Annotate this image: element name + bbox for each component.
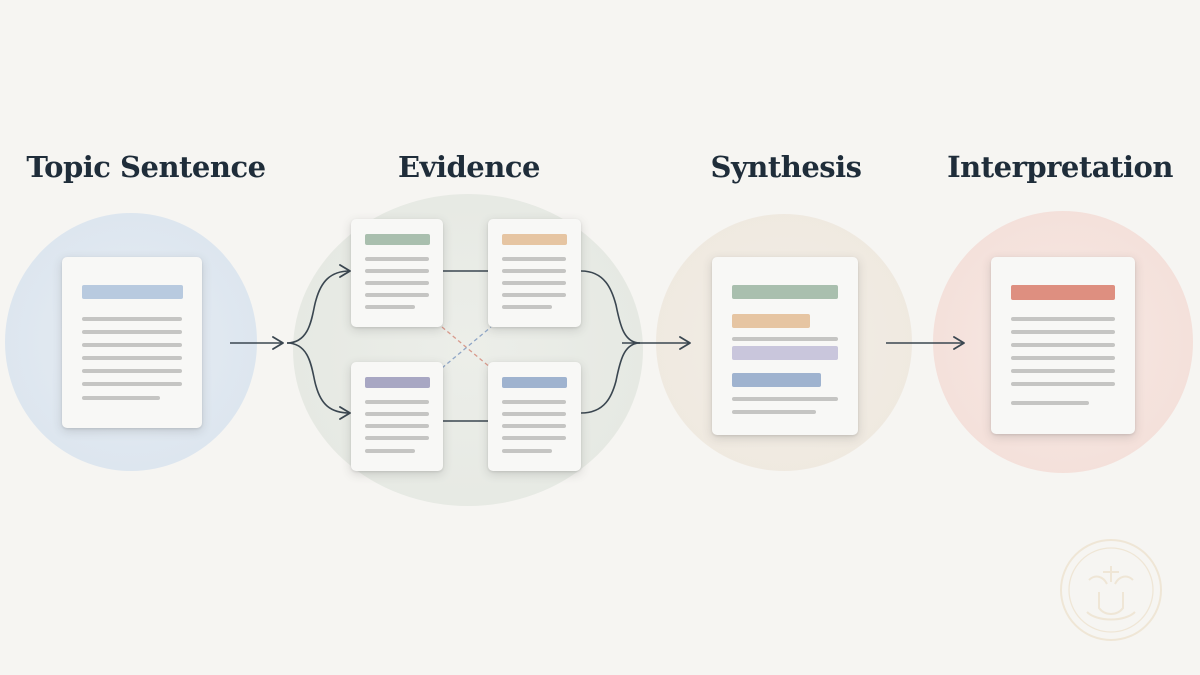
watermark-logo-icon [1060,539,1162,641]
stage-title-topic-sentence: Topic Sentence [26,150,266,184]
branch-split-connector [286,264,351,420]
topic-sentence-document-card [62,257,202,428]
card-links [443,270,488,422]
interpretation-document-card [991,257,1135,434]
stage-title-synthesis: Synthesis [710,150,862,184]
stage-title-interpretation: Interpretation [947,150,1173,184]
synthesis-document-card [712,257,858,435]
branch-merge-connector [580,270,641,414]
evidence-card-orange [488,219,581,327]
cross-links [441,326,492,369]
evidence-card-purple [351,362,443,471]
evidence-card-green [351,219,443,327]
evidence-card-blue [488,362,581,471]
stage-title-evidence: Evidence [398,150,540,184]
